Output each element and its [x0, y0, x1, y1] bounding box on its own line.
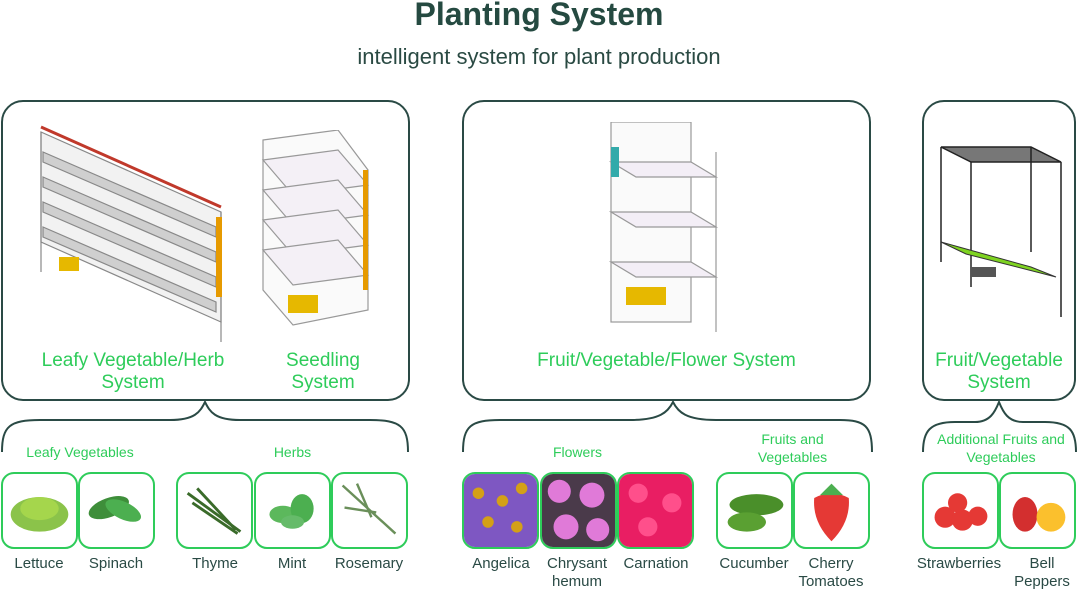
- system-label-fruit-flower: Fruit/Vegetable/Flower System: [537, 350, 796, 371]
- item-label-rosemary: Rosemary: [334, 555, 404, 572]
- item-label-lettuce: Lettuce: [14, 555, 64, 572]
- system-label-fruit-vegetable: Fruit/Vegetable System: [935, 350, 1063, 393]
- cucumber-image: [716, 472, 793, 549]
- carnation-image: [617, 472, 694, 549]
- category-additional-fruits-vegetables: Additional Fruits and Vegetables: [937, 431, 1065, 465]
- item-label-bell-peppers: Bell Peppers: [1014, 555, 1070, 590]
- category-leafy-vegetables: Leafy Vegetables: [26, 444, 134, 460]
- leafy-seedling-system-box: Leafy Vegetable/Herb System Seedling Sys…: [1, 100, 410, 401]
- leafy-vegetable-rack-image: [40, 125, 222, 342]
- page-title: Planting System: [414, 0, 664, 32]
- item-label-chrysanthemum: Chrysant hemum: [546, 555, 608, 590]
- tomatoes-image: [922, 472, 999, 549]
- angelica-image: [462, 472, 539, 549]
- item-label-strawberries: Strawberries: [916, 555, 1002, 572]
- item-label-mint: Mint: [277, 555, 307, 572]
- strawberry-image: [793, 472, 870, 549]
- item-label-cucumber: Cucumber: [719, 555, 789, 572]
- thyme-image: [176, 472, 253, 549]
- grouping-braces: [1, 399, 1077, 453]
- bell-peppers-image: [999, 472, 1076, 549]
- system-label-leafy-herb: Leafy Vegetable/Herb System: [41, 350, 225, 393]
- fruit-vegetable-flower-system-box: Fruit/Vegetable/Flower System: [462, 100, 871, 401]
- item-label-spinach: Spinach: [88, 555, 144, 572]
- page-subtitle: intelligent system for plant production: [357, 44, 721, 69]
- fruit-vegetable-rack-image: [940, 146, 1062, 317]
- fruit-flower-rack-image: [608, 122, 719, 332]
- fruit-vegetable-system-box: Fruit/Vegetable System: [922, 100, 1076, 401]
- category-flowers: Flowers: [552, 444, 602, 460]
- item-label-carnation: Carnation: [623, 555, 689, 572]
- seedling-rack-image: [261, 130, 370, 326]
- system-label-seedling: Seedling System: [286, 350, 360, 393]
- mint-image: [254, 472, 331, 549]
- rosemary-image: [331, 472, 408, 549]
- item-label-thyme: Thyme: [192, 555, 238, 572]
- item-label-cherry-tomatoes: Cherry Tomatoes: [798, 555, 864, 590]
- lettuce-image: [1, 472, 78, 549]
- item-label-angelica: Angelica: [472, 555, 530, 572]
- category-herbs: Herbs: [273, 444, 312, 460]
- spinach-image: [78, 472, 155, 549]
- chrysanthemum-image: [540, 472, 617, 549]
- category-fruits-and-vegetables: Fruits and Vegetables: [757, 431, 828, 465]
